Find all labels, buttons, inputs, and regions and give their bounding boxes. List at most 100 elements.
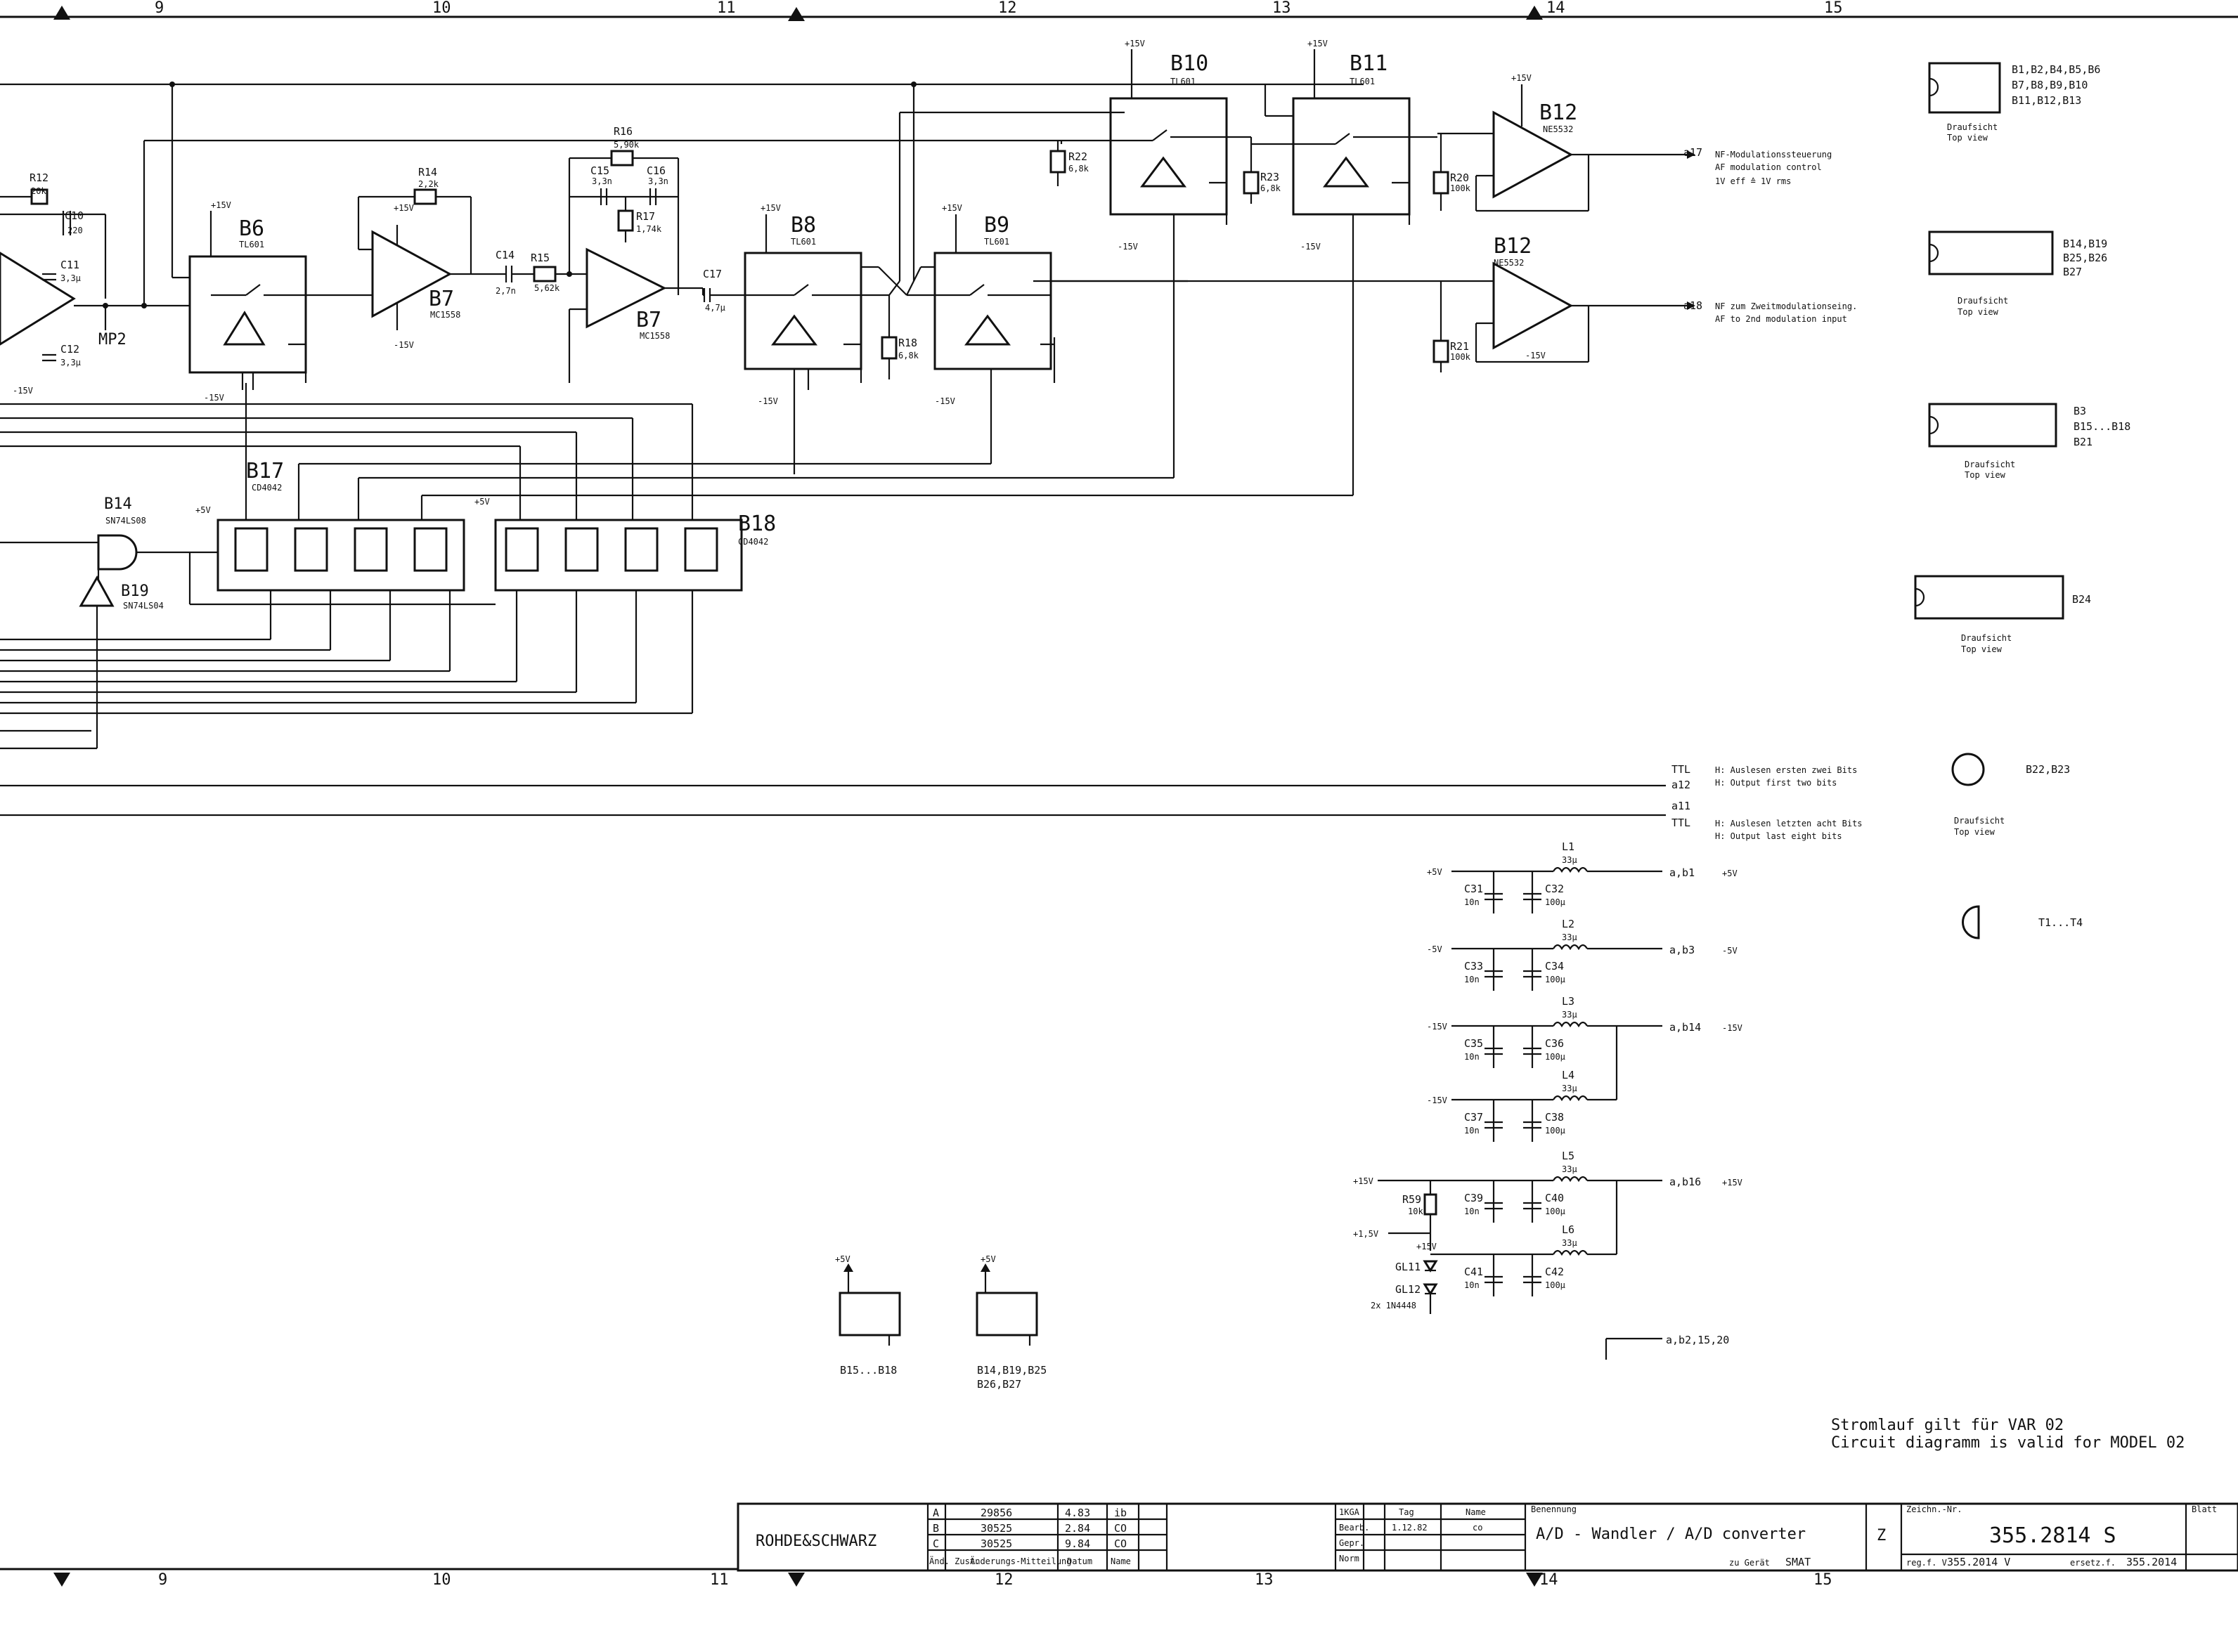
bottom-col-10: 10 (432, 1571, 451, 1589)
pinout4-de: Draufsicht (1961, 633, 2012, 643)
a12-en: H: Output first two bits (1715, 778, 1837, 788)
r14-val: 2,2k (418, 179, 439, 189)
r17-val: 1,74k (636, 224, 662, 234)
top-col-12: 12 (998, 0, 1017, 17)
l3-val: 33µ (1562, 1010, 1577, 1020)
pinout4-en: Top view (1961, 644, 2003, 654)
b11-part: TL601 (1350, 77, 1375, 86)
b8-ref: B8 (791, 213, 816, 238)
pinout3-c: B21 (2074, 436, 2093, 448)
bottom-col-12: 12 (995, 1571, 1014, 1589)
c37-ref: C37 (1464, 1111, 1483, 1124)
l4-ref: L4 (1562, 1069, 1574, 1081)
b3-rail: -5V (1722, 946, 1738, 956)
b12b-part: NE5532 (1494, 258, 1524, 268)
b17-p5: +5V (195, 505, 211, 515)
b16-pin: a,b16 (1669, 1176, 1701, 1188)
c31-val: 10n (1464, 897, 1480, 907)
b11-comparator: B11 TL601 +15V -15V R23 6,8k (1243, 39, 1437, 495)
b12b-m15: -15V (1525, 351, 1546, 360)
c16-ref: C16 (647, 164, 666, 177)
zeichn-lbl: Zeichn.-Nr. (1906, 1504, 1962, 1514)
a11-pin: a11 (1671, 800, 1690, 812)
b12b-ref: B12 (1494, 234, 1532, 259)
hdr-datum: Datum (1067, 1556, 1092, 1566)
c31-ref: C31 (1464, 883, 1483, 895)
pinout3-a: B3 (2074, 405, 2086, 417)
b7a-part: MC1558 (430, 310, 460, 320)
c40-val: 100µ (1545, 1207, 1565, 1216)
r59-ref: R59 (1402, 1193, 1421, 1206)
diodes-note: 2x 1N4448 (1371, 1301, 1416, 1310)
bottom-col-13: 13 (1255, 1571, 1274, 1589)
b10-p15: +15V (1125, 39, 1145, 48)
note-en: Circuit diagramm is valid for MODEL 02 (1831, 1434, 2185, 1452)
power-filter: +5V L1 33µ C31 10n C32 100µ a,b1 +5V -5V… (1353, 840, 1742, 1360)
c17-ref: C17 (703, 268, 722, 280)
bearb-lbl: Bearb. (1339, 1523, 1369, 1533)
b18-part: CD4042 (738, 537, 768, 547)
r17-ref: R17 (636, 210, 655, 223)
b19-ref: B19 (121, 583, 149, 600)
drawing-title: A/D - Wandler / A/D converter (1536, 1526, 1806, 1543)
supply1-label: B15...B18 (840, 1364, 897, 1377)
rev-c-date: 9.84 (1065, 1537, 1090, 1550)
b3-pin: a,b3 (1669, 944, 1695, 956)
c10-ref: C10 (65, 209, 84, 222)
supply2-rail: +5V (981, 1254, 996, 1264)
digital-section: B17 CD4042 +5V B18 CD4042 +5V B14 SN74LS… (0, 383, 1353, 750)
pinout2-c: B27 (2063, 266, 2082, 278)
b10-part: TL601 (1170, 77, 1196, 86)
bottom-col-11: 11 (710, 1571, 729, 1589)
b12a-p15: +15V (1511, 73, 1532, 83)
b6-comparator: B6 TL601 +15V -15V (188, 200, 373, 403)
r16-ref: R16 (614, 125, 633, 138)
pinout5-a: B22,B23 (2026, 763, 2070, 776)
top-col-13: 13 (1272, 0, 1291, 17)
c14-val: 2,7n (496, 286, 516, 296)
c42-val: 100µ (1545, 1280, 1565, 1290)
r18-ref: R18 (898, 337, 917, 349)
l2-val: 33µ (1562, 932, 1577, 942)
note-de: Stromlauf gilt für VAR 02 (1831, 1417, 2064, 1434)
pinout1-en: Top view (1947, 133, 1988, 143)
r12-ref: R12 (30, 171, 48, 184)
c42-ref: C42 (1545, 1266, 1564, 1278)
ersatz-no: 355.2014 (2126, 1556, 2177, 1568)
b7a-p15: +15V (394, 203, 414, 213)
b8-p15: +15V (761, 203, 781, 213)
rev-b-no: 30525 (981, 1522, 1012, 1535)
top-col-9: 9 (155, 0, 164, 17)
r20-val: 100k (1450, 183, 1471, 193)
c38-val: 100µ (1545, 1126, 1565, 1136)
pwr-m15b-rail: -15V (1427, 1095, 1447, 1105)
input-opamp-symbol (0, 252, 76, 346)
r15-ref: R15 (531, 252, 550, 264)
b14-rail: -15V (1722, 1023, 1742, 1033)
pinout3-de: Draufsicht (1965, 460, 2015, 469)
c35-ref: C35 (1464, 1037, 1483, 1050)
mp2-label: MP2 (98, 331, 127, 349)
blatt-lbl: Blatt (2192, 1504, 2217, 1514)
benennung-lbl: Benennung (1531, 1504, 1577, 1514)
l5-val: 33µ (1562, 1164, 1577, 1174)
b1-pin: a,b1 (1669, 866, 1695, 879)
r23-ref: R23 (1260, 171, 1279, 183)
top-col-15: 15 (1824, 0, 1843, 17)
rev-a-date: 4.83 (1065, 1507, 1090, 1519)
c16-val: 3,3n (648, 176, 668, 186)
b9-ref: B9 (984, 213, 1009, 238)
b12a-part: NE5532 (1543, 124, 1573, 134)
pinout3-en: Top view (1965, 470, 2006, 480)
b12a-ref: B12 (1539, 100, 1577, 125)
scale: 1KGA (1339, 1507, 1360, 1517)
pinout2-en: Top view (1958, 307, 1999, 317)
pwr-p15c-rail: +15V (1416, 1242, 1437, 1251)
l4-val: 33µ (1562, 1084, 1577, 1093)
r20-ref: R20 (1450, 171, 1469, 184)
pinout2-de: Draufsicht (1958, 296, 2008, 306)
pinout2-b: B25,B26 (2063, 252, 2107, 264)
c40-ref: C40 (1545, 1192, 1564, 1204)
r14-ref: R14 (418, 166, 437, 178)
